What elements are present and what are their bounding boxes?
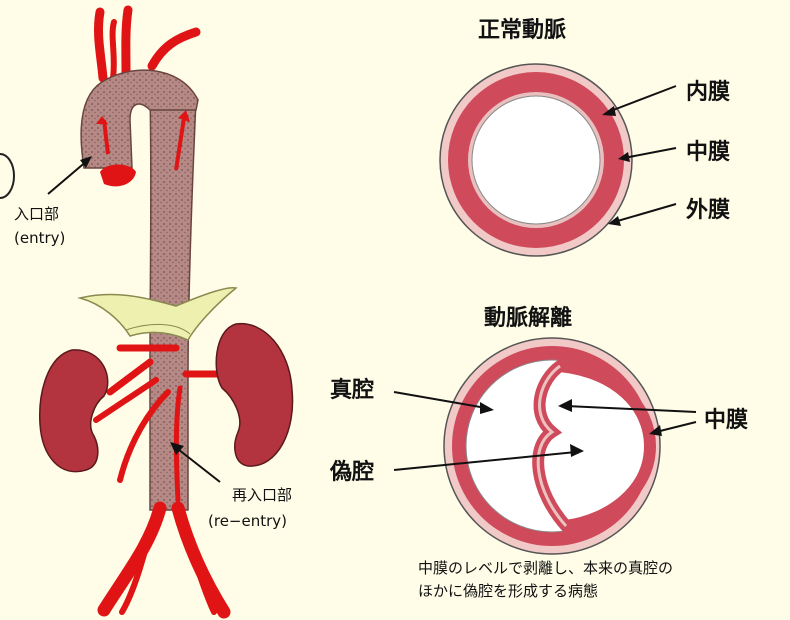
normal-artery-section (440, 64, 676, 256)
media-label: 中膜 (686, 134, 730, 166)
adventitia-label: 外膜 (686, 192, 730, 224)
edge-circle (0, 154, 14, 198)
entry-pointer (48, 160, 88, 194)
dissection-media-label: 中膜 (704, 402, 748, 434)
normal-artery-title: 正常動脈 (478, 12, 566, 44)
caption-line-1: 中膜のレベルで剥離し、本来の真腔の (418, 558, 673, 579)
entry-label: 入口部 (14, 203, 59, 224)
dissection-section (394, 338, 696, 554)
right-kidney (216, 324, 292, 466)
reentry-en-label: (re−entry) (208, 512, 287, 530)
left-kidney (40, 350, 108, 472)
false-lumen-label: 偽腔 (330, 454, 374, 486)
true-lumen-label: 真腔 (330, 372, 374, 404)
caption-line-2: ほかに偽腔を形成する病態 (418, 581, 598, 602)
iliac-arteries (104, 508, 224, 612)
reentry-label: 再入口部 (232, 484, 292, 505)
dissection-title: 動脈解離 (484, 300, 572, 332)
intima-label: 内膜 (686, 74, 730, 106)
neck-arteries (98, 10, 196, 78)
entry-en-label: (entry) (14, 229, 65, 247)
aortic-root (100, 165, 136, 187)
